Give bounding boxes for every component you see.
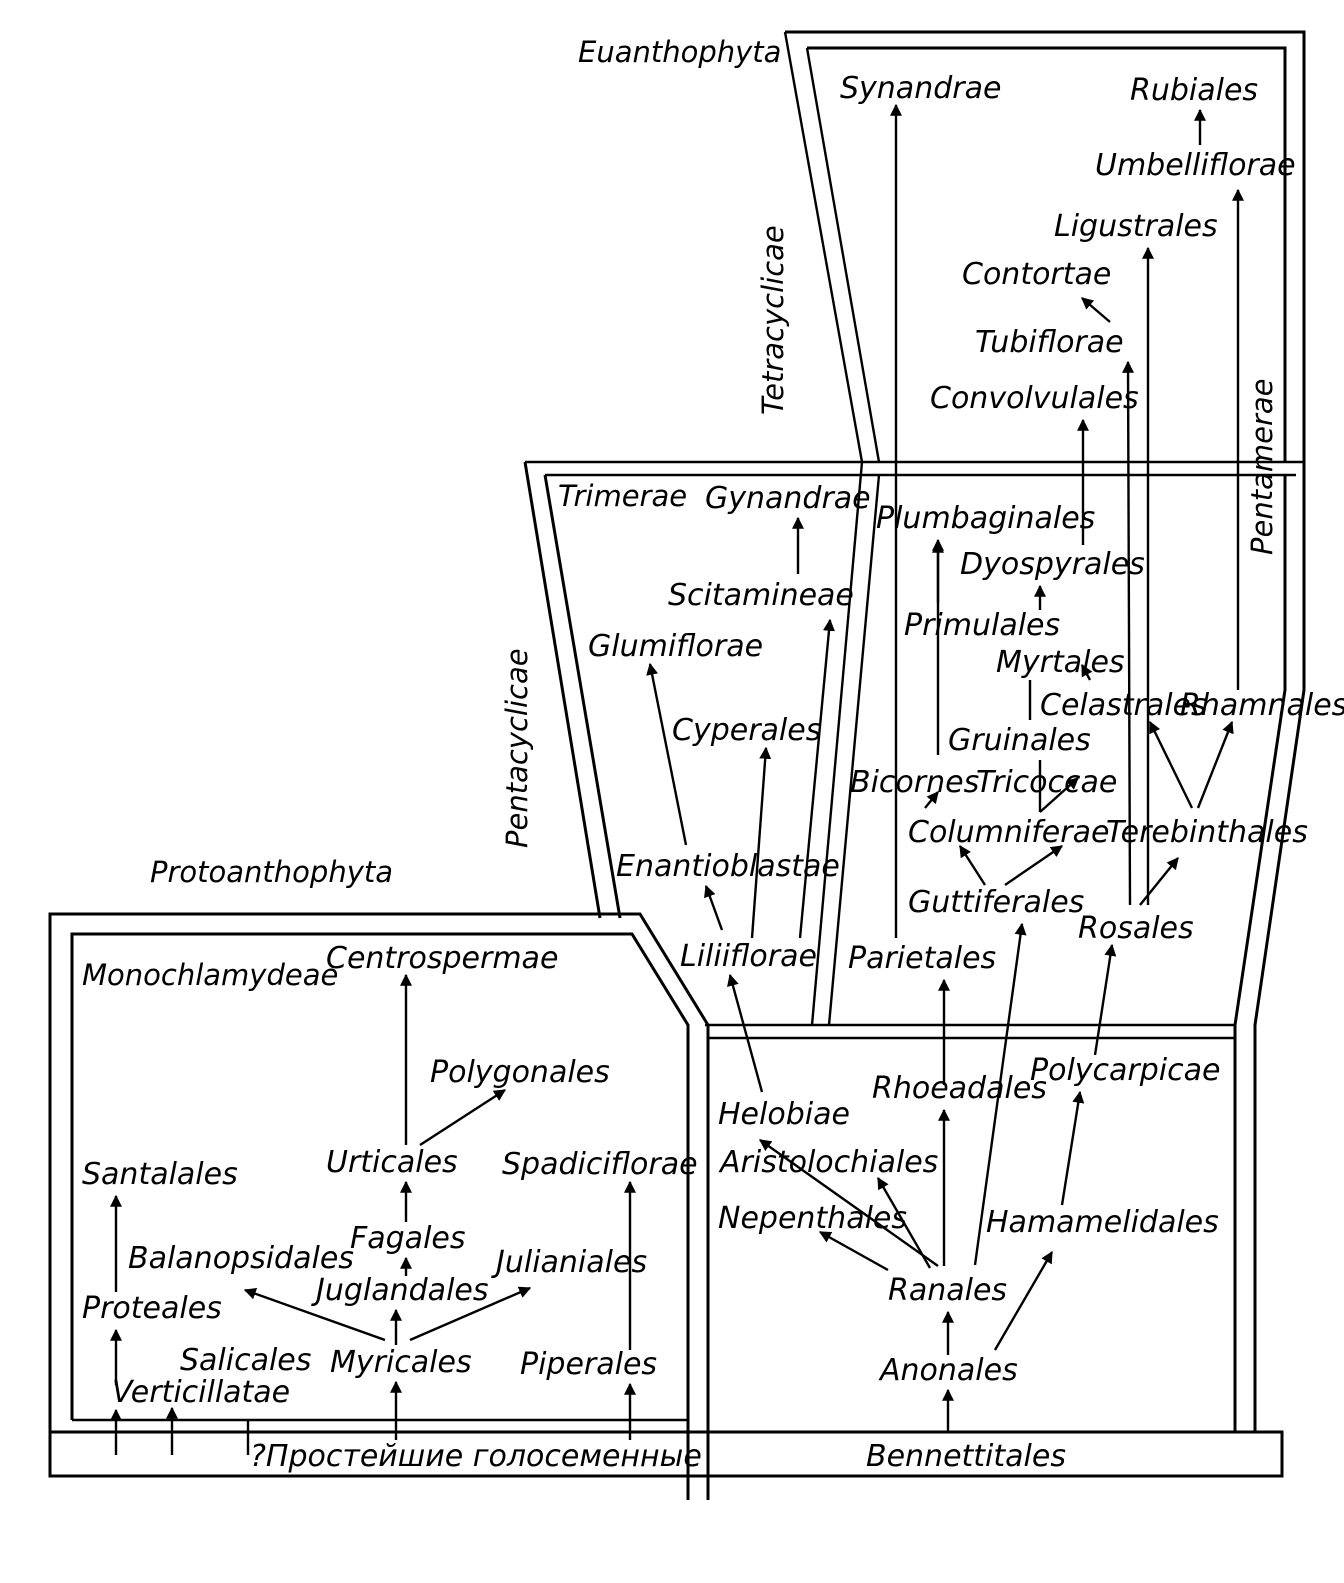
group-tetracyclicae: Tetracyclicae [756, 225, 790, 415]
frame-lines [48, 30, 1306, 1500]
euanthophyta-frame-inner [807, 46, 1287, 462]
group-pentacyclicae: Pentacyclicae [500, 648, 534, 848]
taxon-glumiflorae: Glumiflorae [588, 629, 763, 664]
taxon-hamamelidales: Hamamelidales [986, 1205, 1219, 1240]
arrow-ranales-to-helobiae [759, 1139, 939, 1267]
taxon-urticales: Urticales [326, 1145, 458, 1180]
arrow-columniferae-to-tricoccae [1039, 777, 1079, 813]
taxon-aristolochiales: Aristolochiales [718, 1145, 938, 1180]
euanthophyta-left-outer [783, 31, 864, 463]
taxon-rosales: Rosales [1078, 911, 1194, 946]
taxon-parietales: Parietales [848, 941, 996, 976]
taxon-tubiflorae: Tubiflorae [975, 325, 1124, 360]
taxon-umbelliflorae: Umbelliflorae [1095, 148, 1296, 183]
arrow-columniferae-to-bicornes [924, 791, 939, 809]
taxon-columniferae: Columniferae [908, 815, 1109, 850]
arrow-anonales-to-hamamelidales [993, 1250, 1054, 1351]
taxon-piperales: Piperales [520, 1347, 657, 1382]
arrow-terebinthales-to-tubiflorae [1122, 360, 1135, 906]
arrow-urticales-to-polygonales [419, 1088, 507, 1147]
taxon-gynandrae: Gynandrae [705, 481, 871, 516]
arrow-liliiflorae-to-scitamineae [798, 618, 835, 939]
taxon-helobiae: Helobiae [718, 1097, 850, 1132]
monocot-right-inner [827, 474, 881, 1026]
monocot-right-outer [810, 461, 864, 1026]
taxon-rubiales: Rubiales [1130, 73, 1258, 108]
group-trimerae: Trimerae [558, 479, 687, 513]
arrow-liliiflorae-to-enantioblastae [704, 884, 724, 931]
taxon-gruinales: Gruinales [948, 723, 1091, 758]
taxon-tricoccae: Tricoccae [976, 765, 1117, 800]
base-left-label: ?Простейшие голосеменные [250, 1439, 702, 1474]
taxon-santalales: Santalales [82, 1157, 238, 1192]
taxon-plumbaginales: Plumbaginales [876, 501, 1095, 536]
taxon-celastrales: Celastrales [1040, 688, 1207, 723]
taxon-liliiflorae: Liliiflorae [680, 939, 817, 974]
taxon-cyperales: Cyperales [672, 713, 821, 748]
taxon-bicornes: Bicornes [850, 765, 979, 800]
taxon-dyospyrales: Dyospyrales [960, 547, 1145, 582]
taxon-primulales: Primulales [904, 608, 1060, 643]
taxon-ligustrales: Ligustrales [1054, 209, 1218, 244]
arrow-ranales-to-nepenthales [818, 1230, 889, 1272]
arrow-terebinthales-to-celastrales [1148, 720, 1194, 809]
arrow-enantioblastae-to-glumiflorae [646, 662, 688, 846]
pentacyclicae-frame-outer [523, 461, 602, 919]
arrow-guttiferales-to-tricoccae [1004, 845, 1063, 886]
arrow-helobiae-to-liliiflorae [727, 973, 764, 1093]
arrow-convolvulales-to-contortae [1081, 297, 1111, 323]
arrow-terebinthales-to-rhamnales [1196, 720, 1234, 809]
taxon-guttiferales: Guttiferales [908, 885, 1084, 920]
taxon-proteales: Proteales [82, 1291, 222, 1326]
taxon-fagales: Fagales [350, 1221, 466, 1256]
taxon-salicales: Salicales [180, 1343, 311, 1378]
taxon-terebinthales: Terebinthales [1106, 815, 1308, 850]
taxon-nepenthales: Nepenthales [718, 1201, 907, 1236]
taxon-balanopsidales: Balanopsidales [128, 1241, 354, 1276]
euanthophyta-left-inner [805, 47, 881, 463]
group-euanthophyta: Euanthophyta [578, 35, 781, 69]
taxon-anonales: Anonales [878, 1353, 1018, 1388]
taxon-ranales: Ranales [888, 1273, 1007, 1308]
group-pentamerae: Pentamerae [1245, 379, 1279, 555]
arrows [110, 103, 1244, 1455]
arrow-ranales-to-guttiferales [973, 922, 1027, 1266]
taxon-convolvulales: Convolvulales [930, 381, 1139, 416]
protoanthophyta-frame-inner [70, 932, 690, 1500]
arrow-hamamelidales-to-polycarpicae [1060, 1090, 1085, 1206]
taxon-rhoeadales: Rhoeadales [872, 1071, 1047, 1106]
taxon-scitamineae: Scitamineae [668, 578, 854, 613]
euanthophyta-frame-outer [785, 30, 1306, 462]
taxon-enantioblastae: Enantioblastae [616, 849, 840, 884]
taxon-juglandales: Juglandales [311, 1273, 489, 1308]
arrow-myricales-to-julianiales [409, 1286, 532, 1342]
taxon-spadiciflorae: Spadiciflorae [502, 1147, 698, 1182]
group-protoanthophyta: Protoanthophyta [150, 855, 393, 889]
taxon-rhamnales: Rhamnales [1180, 688, 1344, 723]
taxon-myricales: Myricales [330, 1345, 472, 1380]
taxon-julianiales: Julianiales [491, 1245, 647, 1280]
arrow-polycarpicae-to-rosales [1093, 943, 1117, 1056]
taxon-contortae: Contortae [962, 257, 1111, 292]
taxon-polycarpicae: Polycarpicae [1030, 1053, 1220, 1088]
pentacyclicae-frame-inner [543, 474, 622, 919]
arrow-rosales-to-terebinthales [1139, 857, 1179, 906]
taxon-synandrae: Synandrae [840, 71, 1001, 106]
pentamerae-right-outer [1253, 462, 1306, 1432]
arrow-guttiferales-to-columniferae [958, 844, 987, 886]
taxon-polygonales: Polygonales [430, 1055, 610, 1090]
arrow-liliiflorae-to-cyperales [750, 746, 772, 939]
pentamerae-right-inner [1233, 475, 1287, 1432]
taxon-verticillatae: Verticillatae [112, 1375, 290, 1410]
taxon-myrtales: Myrtales [996, 645, 1125, 680]
protoanthophyta-frame-outer [48, 912, 710, 1500]
taxon-centrospermae: Centrospermae [326, 941, 558, 976]
arrow-myrtales-to-celastrales [1080, 663, 1093, 681]
base-band [48, 1430, 1284, 1478]
base-right-label: Bennettitales [866, 1439, 1066, 1474]
arrow-myricales-to-balanopsidales [243, 1287, 386, 1342]
group-monochlamydeae: Monochlamydeae [82, 958, 338, 992]
